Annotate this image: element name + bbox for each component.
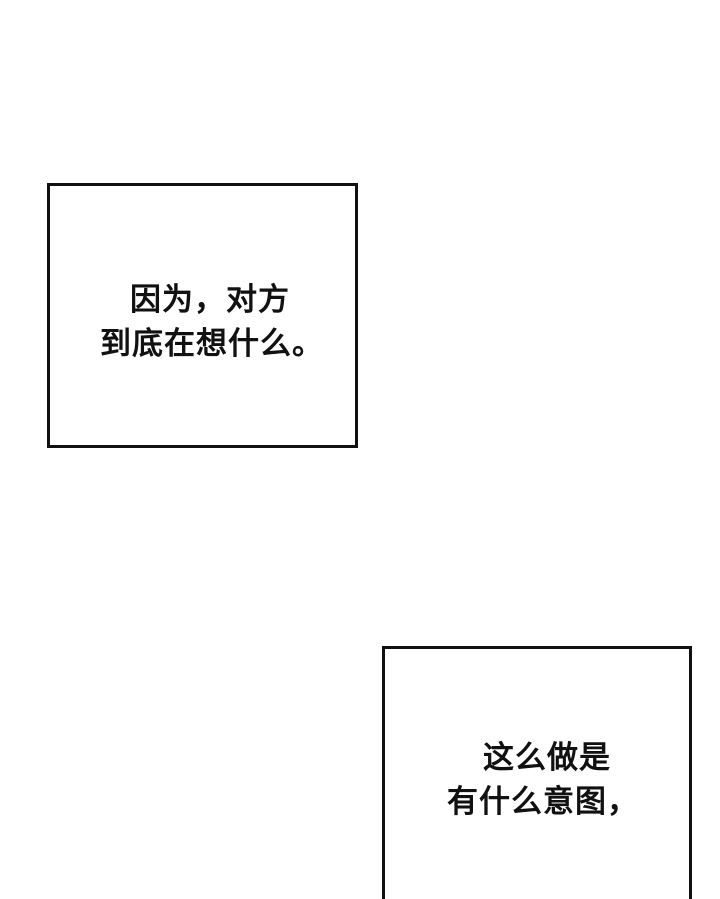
caption-text-top: 因为，对方 到底在想什么。	[100, 278, 330, 366]
caption-text-bottom: 这么做是 有什么意图，	[447, 736, 647, 824]
caption-line: 因为，对方	[130, 282, 290, 318]
caption-box-bottom: 这么做是 有什么意图，	[382, 646, 692, 899]
caption-box-top: 因为，对方 到底在想什么。	[47, 183, 358, 448]
caption-line: 有什么意图，	[447, 784, 639, 820]
caption-line: 这么做是	[483, 740, 611, 776]
caption-line: 到底在想什么。	[100, 326, 324, 362]
